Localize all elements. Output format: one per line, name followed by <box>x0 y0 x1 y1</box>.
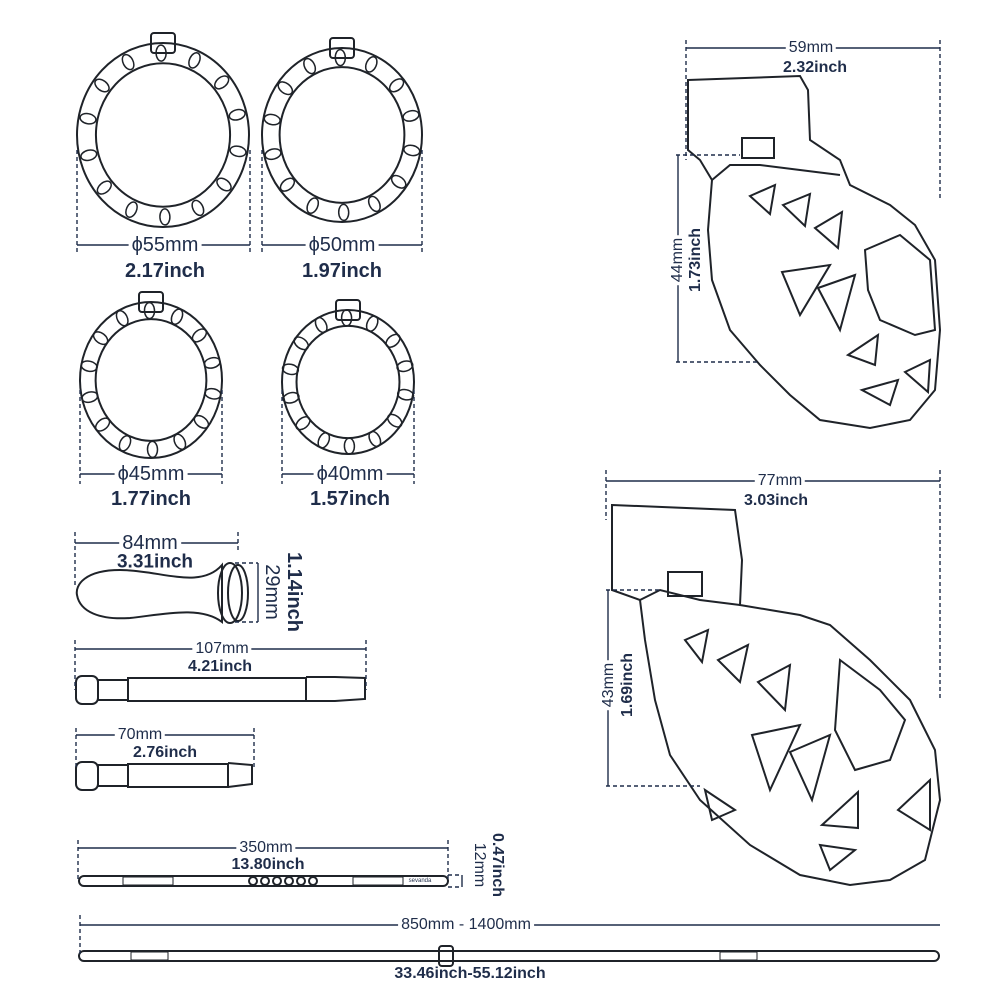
tube-short-mm: 70mm <box>114 727 166 743</box>
cage-small-width-mm: 59mm <box>785 40 837 56</box>
plug-width-inch: 1.14inch <box>283 551 305 633</box>
belt-drawing <box>78 945 940 967</box>
tube-short-inch: 2.76inch <box>132 744 198 761</box>
strap-length-inch: 13.80inch <box>231 856 305 873</box>
cage-small-height-mm: 44mm <box>669 234 686 286</box>
ring-45-mm-label: ϕ45mm <box>114 464 188 484</box>
strap-drawing <box>78 875 449 887</box>
strap-length-mm: 350mm <box>236 840 296 856</box>
strap-hole <box>308 876 318 886</box>
ring-55-mm-label: ϕ55mm <box>128 235 202 255</box>
tube-long-mm: 107mm <box>192 641 252 657</box>
cage-large-height-mm: 43mm <box>600 659 617 711</box>
cage-large-height-inch: 1.69inch <box>619 652 636 718</box>
ring-40-inch-label: 1.57inch <box>309 488 391 510</box>
ring-45-inch-label: 1.77inch <box>110 488 192 510</box>
ring-55-inch-label: 2.17inch <box>124 260 206 282</box>
tube-long-drawing <box>75 675 366 705</box>
belt-length-inch: 33.46inch-55.12inch <box>394 965 546 982</box>
ring-drawing-2 <box>79 291 223 459</box>
ring-50-inch-label: 1.97inch <box>301 260 383 282</box>
cage-large-drawing <box>611 503 942 887</box>
ring-drawing-0 <box>76 32 250 228</box>
ring-40-mm-label: ϕ40mm <box>313 464 387 484</box>
plug-width-mm: 29mm <box>261 564 283 620</box>
cage-large-width-inch: 3.03inch <box>743 492 809 509</box>
tube-long-inch: 4.21inch <box>187 658 253 675</box>
ring-drawing-3 <box>281 299 415 455</box>
plug-drawing <box>75 562 249 625</box>
strap-hole <box>260 876 270 886</box>
strap-hole <box>248 876 258 886</box>
plug-length-mm: 84mm <box>119 533 181 553</box>
strap-hole <box>296 876 306 886</box>
cage-small-width-inch: 2.32inch <box>782 59 848 76</box>
strap-width-inch: 0.47inch <box>489 832 506 898</box>
strap-brand-logo: sevanda <box>408 878 432 884</box>
plug-length-inch: 3.31inch <box>116 551 194 573</box>
strap-hole <box>284 876 294 886</box>
cage-small-drawing <box>687 74 942 430</box>
tube-short-drawing <box>75 761 253 791</box>
cage-small-height-inch: 1.73inch <box>687 227 704 293</box>
belt-length-mm: 850mm - 1400mm <box>398 917 534 933</box>
strap-width-mm: 12mm <box>471 842 488 888</box>
strap-hole <box>272 876 282 886</box>
ring-50-mm-label: ϕ50mm <box>305 235 379 255</box>
cage-large-width-mm: 77mm <box>754 473 806 489</box>
ring-drawing-1 <box>261 37 423 223</box>
